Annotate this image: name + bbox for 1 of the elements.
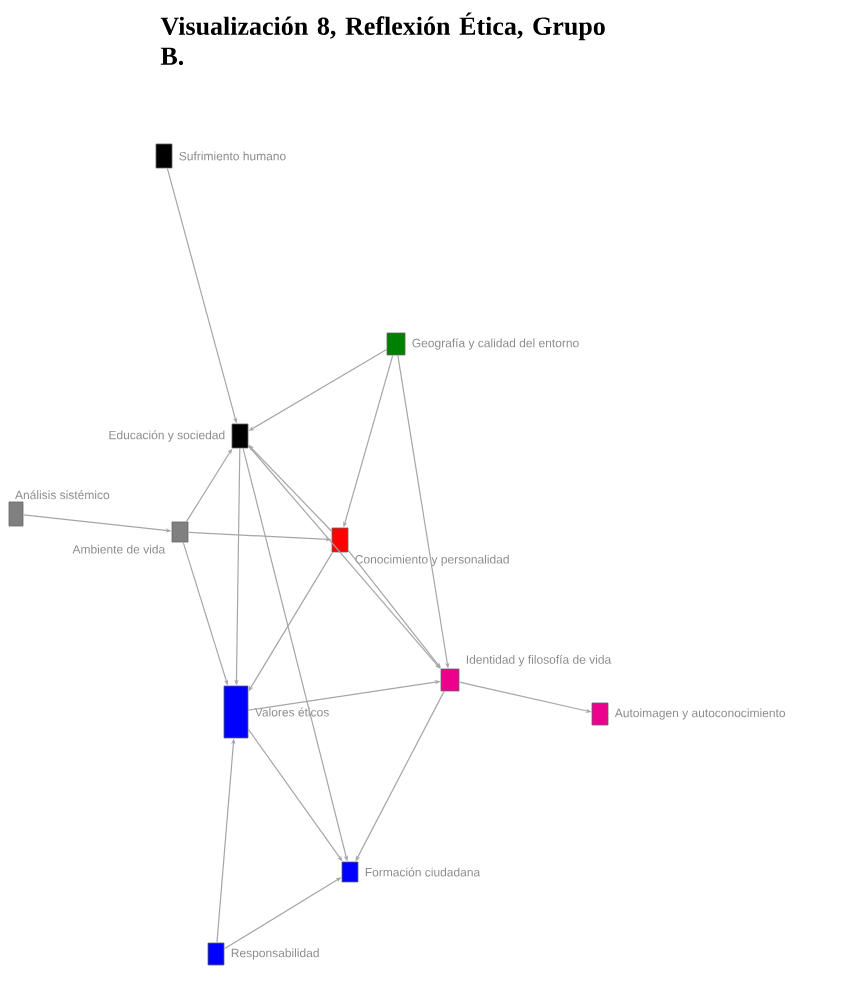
- title: Visualización 8, Reflexión Ética, Grupo B.: [160, 12, 605, 66]
